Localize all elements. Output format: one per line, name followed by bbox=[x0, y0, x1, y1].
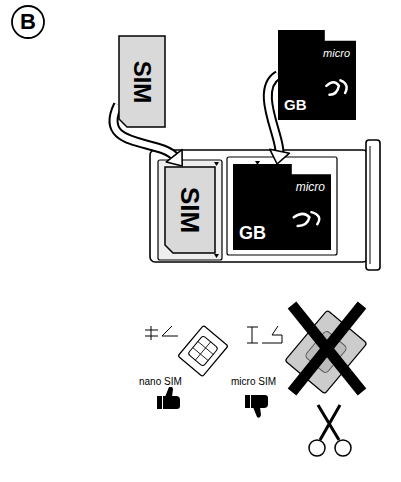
tray-cap-line bbox=[370, 146, 371, 264]
badge-circle bbox=[12, 6, 44, 38]
sim-text: SIM bbox=[177, 187, 203, 233]
microsd-card: microGB bbox=[278, 30, 356, 120]
scissors bbox=[309, 405, 351, 456]
capacity-text: GB bbox=[239, 224, 266, 242]
capacity-text: GB bbox=[284, 97, 307, 112]
sd-logo-text: micro bbox=[323, 48, 350, 59]
nano-sim-card bbox=[178, 325, 228, 376]
arrowhead bbox=[270, 149, 290, 164]
nano-sim-thickness bbox=[145, 326, 178, 340]
sim-text: SIM bbox=[130, 60, 154, 103]
section-letter: B bbox=[20, 11, 36, 33]
arrow-outline bbox=[268, 75, 280, 153]
thumb-down bbox=[245, 395, 268, 418]
sd-logo bbox=[294, 212, 319, 226]
sim-size-label: nano SIM bbox=[138, 376, 183, 387]
section-badge: B bbox=[11, 5, 45, 39]
microsd-card: microGB bbox=[233, 164, 331, 250]
arrowhead bbox=[166, 150, 182, 166]
cross-out bbox=[292, 305, 362, 392]
sim-size-label: micro SIM bbox=[230, 376, 277, 387]
sim-outline bbox=[165, 167, 215, 253]
tray-cap bbox=[366, 140, 380, 270]
sim-card: SIM bbox=[164, 166, 216, 254]
slot-marker bbox=[214, 254, 219, 258]
thumb-up bbox=[157, 386, 180, 409]
sim-outline bbox=[119, 36, 165, 127]
sd-outline bbox=[278, 30, 356, 120]
sd-slot bbox=[227, 157, 337, 255]
sim-tray bbox=[150, 150, 368, 262]
sd-outline bbox=[233, 164, 331, 250]
sd-logo bbox=[326, 80, 346, 94]
sim-card: SIM bbox=[118, 35, 166, 128]
arrow-body bbox=[268, 75, 280, 153]
slot-marker bbox=[214, 162, 219, 166]
sd-logo-text: micro bbox=[296, 181, 325, 193]
sim-slot bbox=[158, 160, 222, 260]
micro-sim-thickness bbox=[247, 326, 282, 343]
